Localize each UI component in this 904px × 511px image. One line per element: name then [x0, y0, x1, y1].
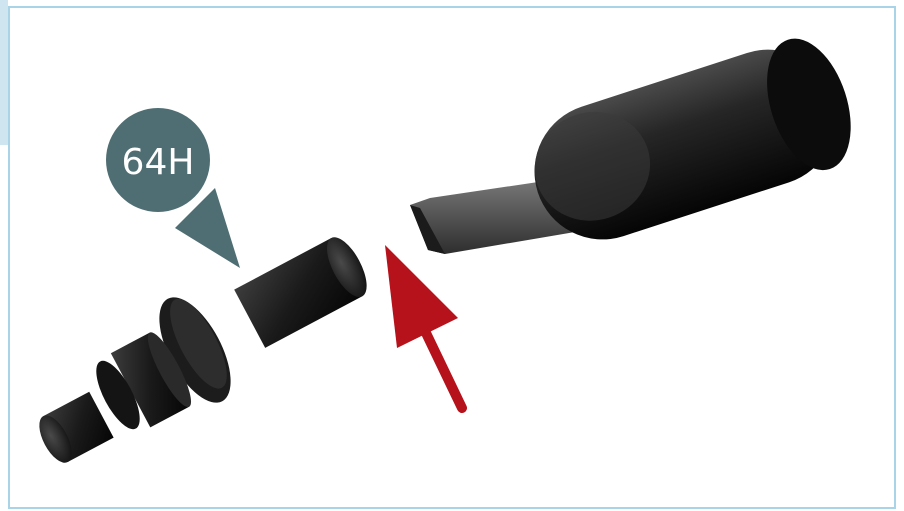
screwdriver-part — [410, 28, 866, 257]
part-callout: 64H — [106, 108, 240, 268]
assembly-direction-arrow-icon — [385, 245, 462, 408]
pin-64h-part — [33, 231, 375, 467]
part-label: 64H — [122, 142, 195, 183]
